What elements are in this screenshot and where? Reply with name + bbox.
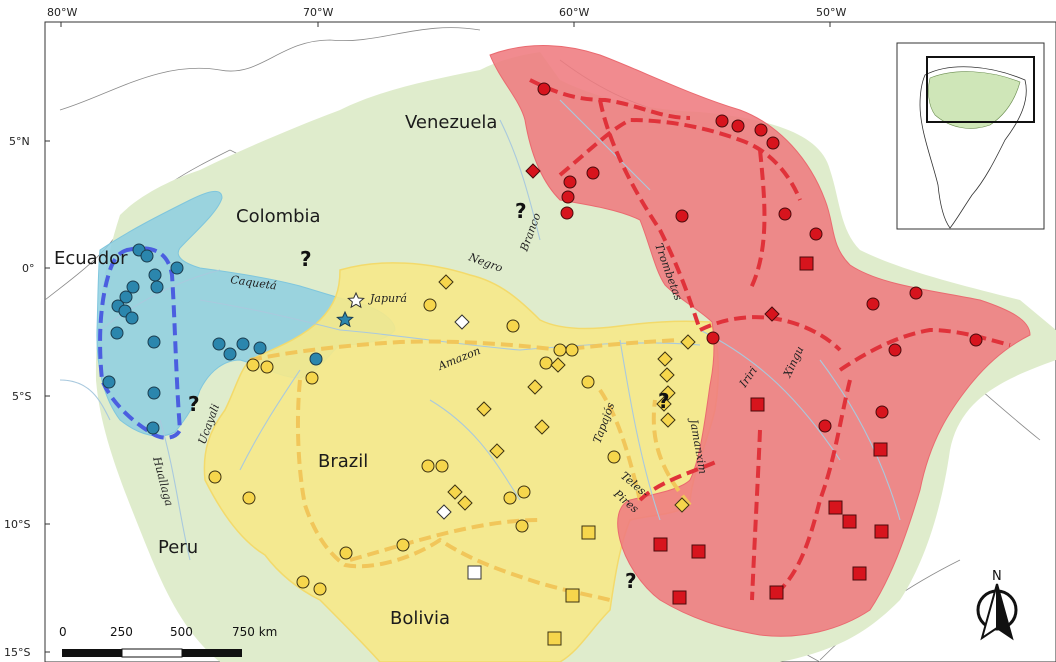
label-venezuela: Venezuela: [405, 112, 497, 133]
red-square-markers: [653, 256, 889, 605]
label-river-caqueta: Caquetá: [230, 273, 278, 292]
tick-5s: 5°S: [12, 390, 31, 403]
scale-label-0: 0: [59, 625, 67, 639]
label-bolivia: Bolivia: [390, 608, 450, 629]
question-mark-5: ?: [625, 569, 637, 593]
red-dashed-boundaries: [529, 78, 1011, 601]
question-mark-4: ?: [658, 389, 670, 413]
label-colombia: Colombia: [236, 206, 321, 227]
yellow-dashed-boundaries: [249, 338, 692, 602]
yellow-square-markers: [547, 525, 596, 646]
tick-80w: 80°W: [47, 6, 77, 19]
tick-0: 0°: [22, 262, 35, 275]
label-ecuador: Ecuador: [54, 248, 128, 269]
tick-70w: 70°W: [303, 6, 333, 19]
question-mark-2: ?: [515, 199, 527, 223]
label-river-japura: Japurá: [368, 292, 407, 305]
inset-map: [896, 42, 1045, 230]
tick-15s: 15°S: [4, 646, 30, 659]
question-mark-1: ?: [300, 247, 312, 271]
red-diamond-markers: [525, 163, 780, 322]
star-markers: [336, 291, 365, 328]
red-region: [489, 45, 1031, 637]
tick-10s: 10°S: [4, 518, 30, 531]
tick-60w: 60°W: [559, 6, 589, 19]
blue-circle-markers: [102, 243, 323, 435]
scale-label-250: 250: [110, 625, 133, 639]
red-circle-markers: [537, 82, 983, 433]
left-ticks: [45, 140, 50, 653]
north-label: N: [992, 569, 1002, 584]
yellow-circle-markers: [208, 298, 621, 596]
north-arrow-icon: N: [976, 569, 1018, 641]
yellow-diamond-markers: [438, 274, 696, 513]
label-peru: Peru: [158, 537, 198, 558]
tick-50w: 50°W: [816, 6, 846, 19]
tick-5n: 5°N: [9, 135, 30, 148]
question-mark-3: ?: [188, 392, 200, 416]
top-ticks: [60, 22, 831, 27]
scale-bar: 0 250 500 750 km: [59, 625, 277, 658]
label-brazil: Brazil: [318, 451, 368, 472]
scale-label-500: 500: [170, 625, 193, 639]
scale-label-750: 750 km: [232, 625, 277, 639]
blue-dashed-boundary: [98, 246, 183, 440]
white-markers: [436, 314, 482, 580]
yellow-region: [203, 262, 720, 662]
